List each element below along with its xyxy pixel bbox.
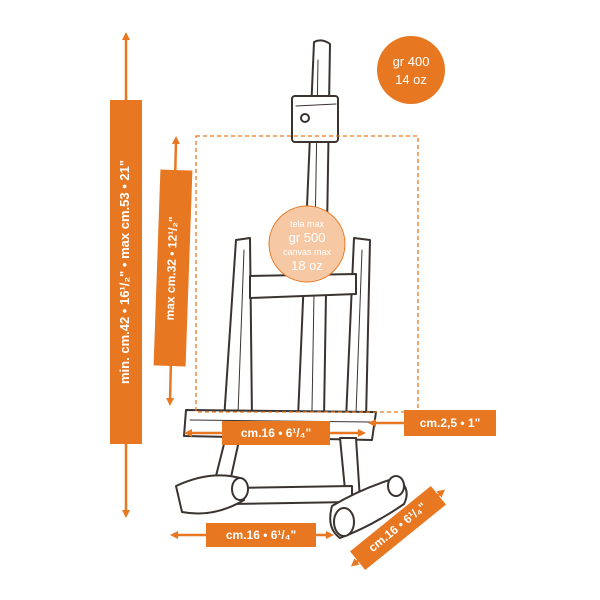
- easel-weight-gr: gr 400: [392, 54, 430, 69]
- overall-height-dimension: [110, 32, 142, 518]
- easel-weight-oz: 14 oz: [395, 72, 427, 87]
- canvas-height-dimension: [153, 136, 193, 406]
- easel-icon: [175, 39, 408, 539]
- shelf-depth-dimension: [368, 410, 496, 436]
- easel-weight-badge: [377, 36, 445, 104]
- canvas-outline: [195, 135, 419, 413]
- canvas-weight-line3: canvas max: [282, 247, 332, 257]
- base-width-dimension: [170, 523, 334, 547]
- shelf-width-label: cm.16 • 6¹/₄": [240, 426, 312, 440]
- base-width-label: cm.16 • 6¹/₄": [225, 528, 297, 542]
- shelf-depth-label: cm.2,5 • 1": [419, 416, 481, 430]
- canvas-weight-line2: gr 500: [288, 230, 326, 245]
- base-depth-dimension: [350, 485, 446, 571]
- canvas-weight-line4: 18 oz: [291, 258, 323, 273]
- canvas-weight-badge: [268, 205, 346, 283]
- overall-height-label: min. cm.42 • 16¹/₂" • max cm.53 • 21": [117, 160, 132, 384]
- shelf-width-dimension: [184, 421, 366, 445]
- canvas-weight-line1: tela max: [289, 219, 324, 229]
